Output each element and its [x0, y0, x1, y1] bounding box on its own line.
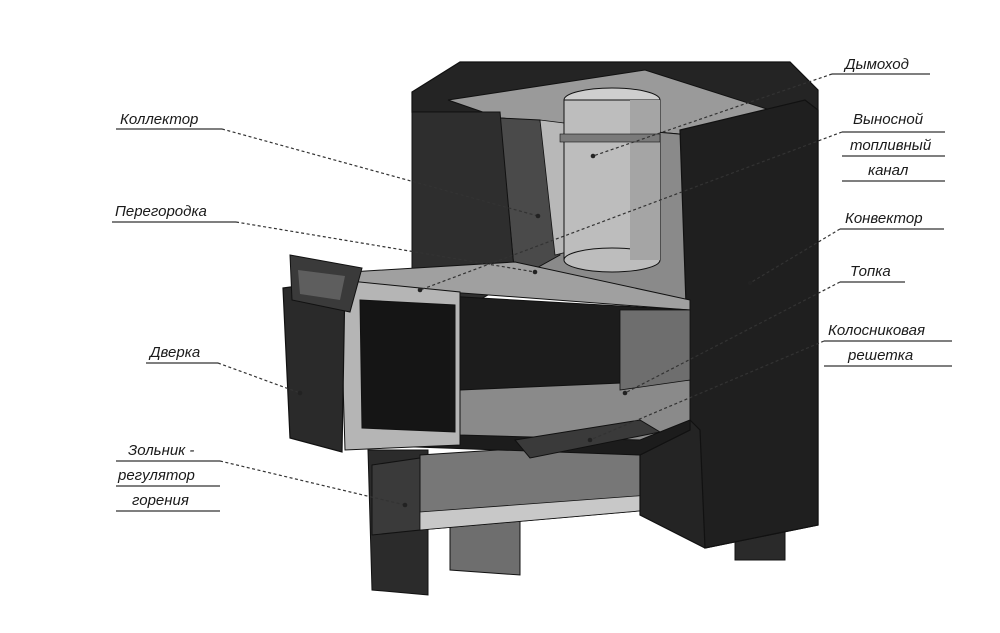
label-grate-line1: Колосниковая	[828, 322, 925, 339]
chimney-shade	[630, 100, 660, 260]
label-ash-line2: регулятор	[117, 467, 195, 484]
firebox-inner-right	[619, 309, 691, 391]
label-fuel-channel-line1: Выносной	[853, 111, 924, 128]
label-convector: Конвектор	[845, 210, 923, 227]
grate-bars	[514, 419, 662, 459]
label-door: Дверка	[148, 344, 200, 361]
label-fuel-channel-line3: канал	[868, 162, 909, 179]
ash-pan-front	[371, 457, 421, 536]
label-ash-line3: горения	[132, 492, 189, 509]
chimney-band	[559, 133, 661, 143]
front-leg-center	[449, 519, 521, 576]
door-handle-highlight	[298, 270, 345, 300]
fuel-channel-opening	[359, 299, 456, 433]
label-ash-line1: Зольник -	[128, 442, 194, 459]
label-chimney: Дымоход	[843, 56, 909, 73]
label-collector: Коллектор	[120, 111, 198, 128]
label-grate-line2: решетка	[847, 347, 913, 364]
label-partition: Перегородка	[115, 203, 207, 220]
stove-illustration	[282, 61, 819, 596]
label-firebox: Топка	[850, 263, 891, 280]
labels-layer: Дымоход Коллектор Выносной топливный кан…	[112, 56, 952, 512]
label-fuel-channel-line2: топливный	[850, 137, 932, 154]
convector-front-panel	[679, 99, 819, 549]
